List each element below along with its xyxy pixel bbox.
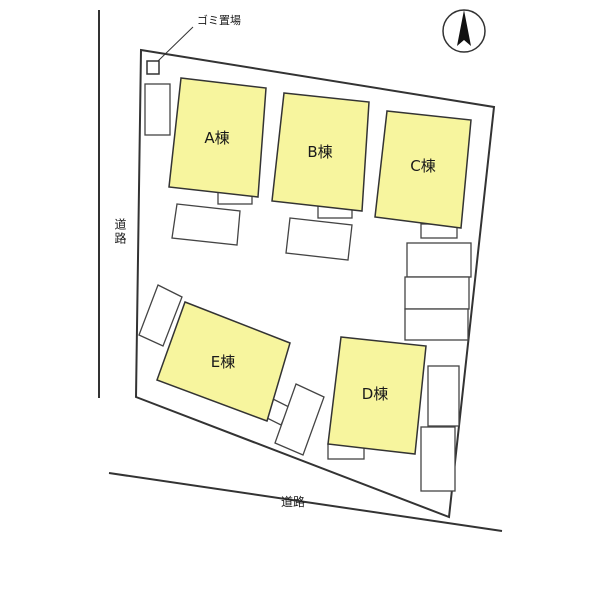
parking-space: [285, 217, 353, 261]
buildings: [156, 77, 472, 455]
parking-space: [274, 383, 325, 456]
parking-space: [144, 83, 171, 136]
road-south-line: [108, 472, 503, 532]
garbage-leader-line: [157, 26, 194, 62]
building-d: [327, 336, 427, 455]
parking-space: [420, 426, 456, 492]
building-a: [168, 77, 267, 198]
parking-space: [171, 203, 241, 246]
building-b: [271, 92, 370, 212]
parking-space: [404, 276, 470, 310]
building-c: [374, 110, 472, 229]
garbage-label: ゴミ置場: [197, 13, 241, 27]
building-a-label: A棟: [204, 129, 229, 147]
building-b-label: B棟: [307, 143, 332, 161]
parking-space: [138, 284, 183, 347]
building-c-label: C棟: [410, 157, 435, 175]
road-south-label: 道路: [281, 494, 305, 509]
north-arrow-icon: [442, 9, 486, 53]
building-e-label: E棟: [211, 353, 235, 371]
parking-space: [406, 242, 472, 278]
parking-space: [404, 308, 469, 341]
parking-space: [427, 365, 460, 427]
garbage-area: [146, 60, 160, 75]
building-e: [156, 301, 291, 422]
road-west-label: 道路: [113, 218, 127, 246]
building-d-label: D棟: [362, 385, 389, 403]
